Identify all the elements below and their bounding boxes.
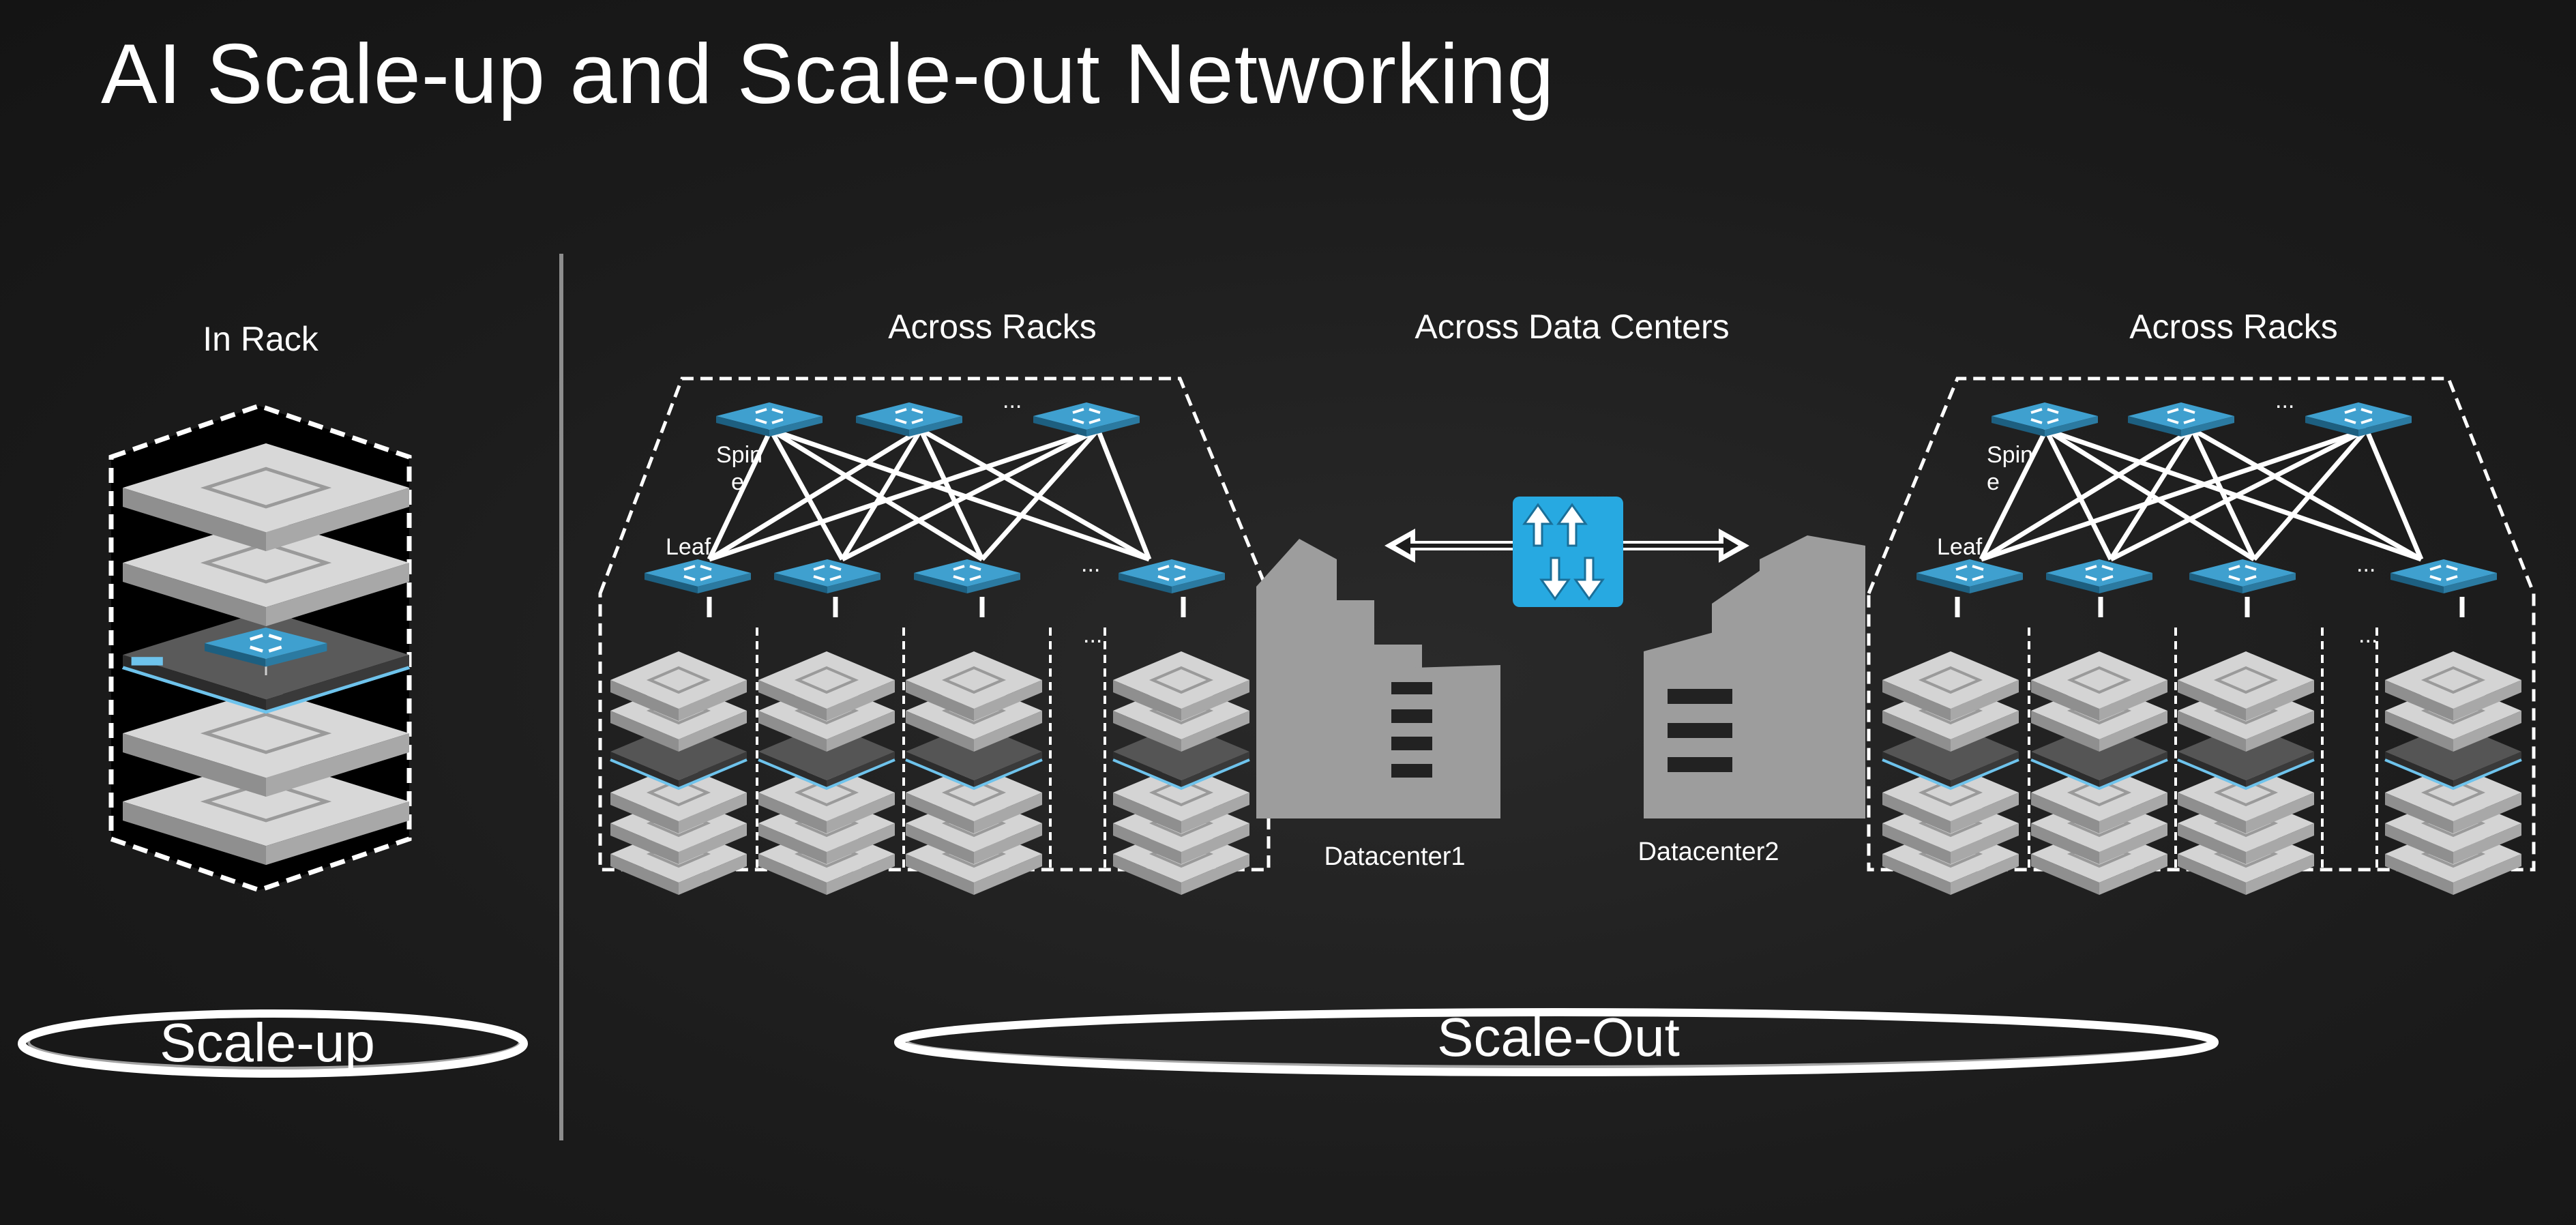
spine-label-right-line1: Spin	[1987, 442, 2034, 468]
leaf-label-right: Leaf	[1937, 534, 1983, 560]
ellipsis-spine-right: ...	[2275, 387, 2295, 413]
datacenter1-label: Datacenter1	[1324, 842, 1466, 871]
scale-up-label: Scale-up	[160, 1012, 375, 1073]
across-racks-right-label: Across Racks	[2129, 308, 2338, 346]
ellipsis-leaf-right: ...	[2356, 551, 2376, 577]
across-racks-left-label: Across Racks	[888, 308, 1097, 346]
right-cluster	[1867, 377, 2536, 895]
scale-up-oval	[18, 1009, 528, 1078]
ellipsis-rack-right: ...	[2358, 622, 2378, 648]
ellipsis-leaf-left: ...	[1081, 551, 1101, 577]
scale-out-label: Scale-Out	[1437, 1007, 1680, 1067]
scale-up-rack	[108, 403, 412, 893]
datacenter1-building	[1256, 539, 1500, 818]
spine-label-right-line2: e	[1987, 469, 2000, 495]
section-divider	[559, 254, 563, 1140]
spine-label-left-line1: Spin	[716, 442, 763, 468]
left-cluster	[598, 377, 1271, 895]
leaf-label-left: Leaf	[666, 534, 711, 560]
scale-out-oval	[894, 1008, 2219, 1076]
datacenter2-building	[1644, 535, 1865, 818]
ellipsis-rack-left: ...	[1083, 622, 1103, 648]
datacenter2-label: Datacenter2	[1638, 838, 1779, 866]
ellipsis-spine-left: ...	[1003, 387, 1022, 413]
across-data-centers-label: Across Data Centers	[1415, 308, 1730, 346]
page-title: AI Scale-up and Scale-out Networking	[101, 27, 1555, 121]
spine-label-left-line2: e	[731, 469, 744, 495]
router-icon	[1513, 497, 1623, 607]
in-rack-label: In Rack	[203, 320, 319, 358]
